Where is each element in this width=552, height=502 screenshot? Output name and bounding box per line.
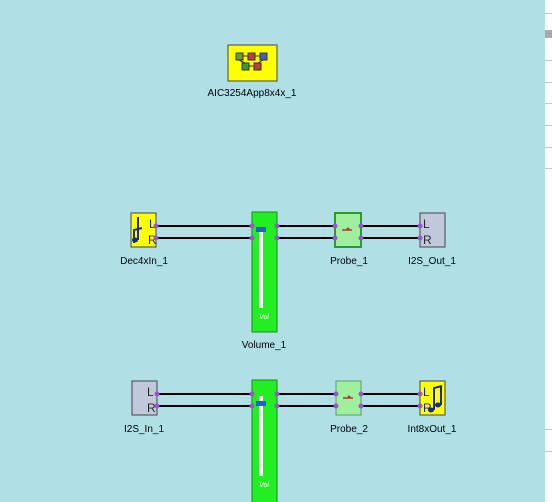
output-port[interactable] [274, 223, 280, 229]
i2s-out-block[interactable]: L R [417, 212, 446, 248]
int8xout-block[interactable]: L R [417, 380, 446, 416]
panel-row-divider [545, 60, 552, 61]
dec4xin-label: Dec4xIn_1 [120, 256, 168, 267]
right-channel-letter: R [147, 401, 156, 415]
panel-row [545, 30, 552, 38]
output-port[interactable] [274, 403, 280, 409]
music-note-icon [132, 217, 143, 243]
panel-row-divider [545, 168, 552, 169]
volume-text: Vol [259, 314, 269, 321]
panel-row-divider [545, 147, 552, 148]
volume-block[interactable]: Vol [249, 211, 280, 333]
left-channel-letter: L [147, 385, 154, 399]
panel-row-divider [545, 82, 552, 83]
left-channel-letter: L [423, 217, 430, 231]
app-block-label: AIC3254App8x4x_1 [207, 88, 297, 99]
volume-1-label: Volume_1 [241, 340, 287, 351]
input-port[interactable] [332, 223, 338, 229]
panel-row-divider [545, 103, 552, 104]
input-port[interactable] [249, 403, 255, 409]
input-port[interactable] [333, 391, 339, 397]
right-channel-letter: R [148, 233, 157, 247]
left-channel-letter: L [149, 217, 156, 231]
volume-text: Vol [259, 482, 269, 489]
probe-icon [343, 395, 353, 399]
output-port[interactable] [154, 391, 160, 397]
probe-1-label: Probe_1 [330, 256, 368, 267]
input-port[interactable] [417, 403, 423, 409]
input-port[interactable] [249, 391, 255, 397]
volume-slider-track[interactable] [259, 228, 263, 308]
input-port[interactable] [249, 223, 255, 229]
volume-slider-thumb[interactable] [256, 227, 266, 232]
input-port[interactable] [333, 403, 339, 409]
wire[interactable] [157, 393, 420, 407]
output-port[interactable] [154, 403, 160, 409]
output-port[interactable] [153, 235, 159, 241]
left-channel-letter: L [423, 385, 430, 399]
probe-2-label: Probe_2 [330, 424, 368, 435]
input-port[interactable] [417, 235, 423, 241]
right-channel-letter: R [423, 233, 432, 247]
input-port[interactable] [249, 235, 255, 241]
app-schematic-icon [235, 52, 268, 71]
panel-row-divider [545, 13, 552, 14]
output-port[interactable] [153, 223, 159, 229]
i2s-out-label: I2S_Out_1 [408, 256, 456, 267]
right-channel-letter: R [423, 401, 432, 415]
i2s-in-label: I2S_In_1 [123, 424, 165, 435]
output-port[interactable] [358, 235, 364, 241]
panel-row-divider [545, 125, 552, 126]
input-port[interactable] [332, 235, 338, 241]
panel-row-divider [545, 451, 552, 452]
app-block[interactable] [227, 44, 278, 82]
panel-row-divider [545, 429, 552, 430]
probe-block[interactable] [333, 380, 364, 416]
output-port[interactable] [358, 391, 364, 397]
wire[interactable] [157, 225, 420, 239]
i2s-in-block[interactable]: L R [131, 380, 160, 416]
output-port[interactable] [274, 391, 280, 397]
input-port[interactable] [417, 391, 423, 397]
int8xout-label: Int8xOut_1 [407, 424, 457, 435]
probe-block[interactable] [332, 212, 364, 248]
music-note-icon [428, 385, 443, 413]
volume-slider-thumb[interactable] [256, 401, 266, 406]
chain-1: L R Vol [130, 211, 446, 333]
output-port[interactable] [358, 403, 364, 409]
input-port[interactable] [417, 223, 423, 229]
properties-panel-edge[interactable] [545, 0, 552, 502]
chain-2: L R Vol [131, 379, 446, 502]
probe-icon [342, 227, 352, 231]
volume-slider-track[interactable] [259, 396, 263, 476]
output-port[interactable] [274, 235, 280, 241]
output-port[interactable] [358, 223, 364, 229]
volume-block[interactable]: Vol [249, 379, 280, 502]
dec4xin-block[interactable]: L R [130, 212, 159, 248]
